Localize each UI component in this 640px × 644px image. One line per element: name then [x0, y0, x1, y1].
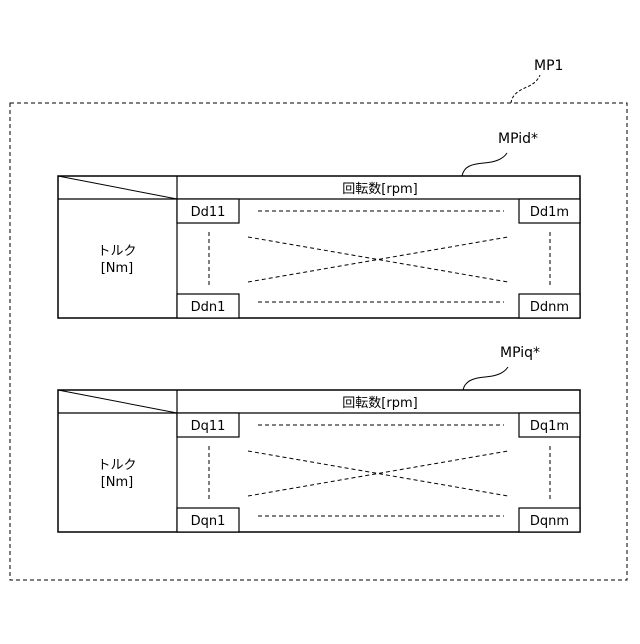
cell-q-bottom-right-text: Dqnm [530, 514, 569, 529]
table-d-column-header: 回転数[rpm] [342, 182, 417, 197]
table-d-leader-line [462, 153, 507, 176]
table-q-corner-diagonal [58, 390, 177, 413]
table-q-row-header-line1: トルク [97, 458, 136, 473]
cell-d-top-left-text: Dd11 [191, 205, 226, 220]
table-q-row-header-line2: [Nm] [101, 475, 134, 490]
table-d-corner-diagonal [58, 176, 177, 199]
cell-q-top-left-text: Dq11 [191, 419, 226, 434]
table-q-label: MPiq* [500, 345, 540, 361]
table-d-label: MPid* [498, 131, 538, 147]
outer-label: MP1 [534, 58, 563, 74]
map-table-d: MPid* 回転数[rpm] トルク [Nm] Dd11 Dd1m Ddn1 D… [58, 131, 580, 318]
cell-d-top-right-text: Dd1m [530, 205, 569, 220]
cell-d-bottom-right-text: Ddnm [530, 300, 569, 315]
cell-q-bottom-left-text: Dqn1 [191, 514, 226, 529]
table-d-row-header-line1: トルク [97, 244, 136, 259]
cell-d-bottom-left-text: Ddn1 [191, 300, 226, 315]
cell-q-top-right-text: Dq1m [530, 419, 569, 434]
map-table-q: MPiq* 回転数[rpm] トルク [Nm] Dq11 Dq1m Dqn1 D… [58, 345, 580, 532]
table-d-row-header-line2: [Nm] [101, 261, 134, 276]
table-q-column-header: 回転数[rpm] [342, 396, 417, 411]
table-q-leader-line [463, 367, 508, 390]
outer-leader-line [511, 75, 540, 103]
